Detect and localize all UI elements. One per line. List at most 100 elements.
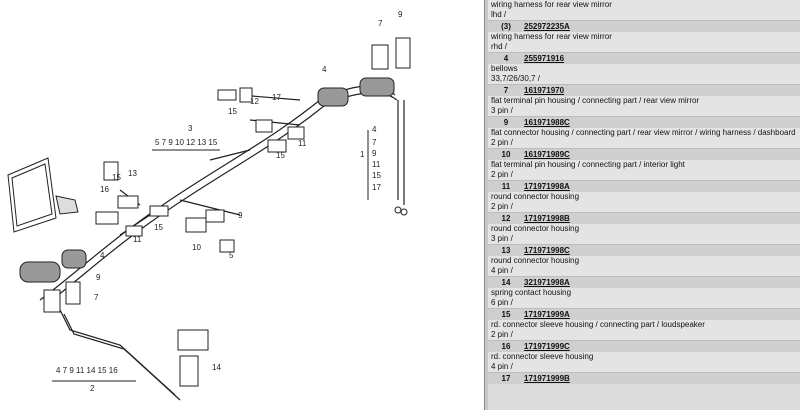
part-description: round connector housing — [488, 224, 800, 234]
callout-7-bottom: 7 — [94, 293, 99, 302]
part-number-link[interactable]: 321971998A — [524, 277, 570, 287]
part-description: flat connector housing / connecting part… — [488, 128, 800, 138]
callout-16: 16 — [100, 185, 109, 194]
part-number-link[interactable]: 171971998B — [524, 213, 570, 223]
part-spec: lhd / — [488, 10, 800, 20]
part-spec: 2 pin / — [488, 330, 800, 340]
group-top-list: 5 7 9 10 12 13 15 — [155, 138, 218, 147]
callout-5: 5 — [229, 251, 234, 260]
part-number-link[interactable]: 171971999A — [524, 309, 570, 319]
exploded-parts-diagram: 7 9 4 12 17 15 15 11 16 13 15 11 15 9 10… — [7, 10, 411, 401]
part-description: rd. connector sleeve housing — [488, 352, 800, 362]
bellows-drawing — [19, 77, 395, 283]
part-header: 16 171971999C — [488, 340, 800, 352]
part-number-link[interactable]: 161971988C — [524, 117, 570, 127]
group-right-item-4: 11 — [372, 160, 381, 169]
callout-4-mid: 4 — [100, 251, 105, 260]
part-number-link[interactable]: 171971998C — [524, 245, 570, 255]
group-right-item-6: 17 — [372, 183, 381, 192]
callout-numbers: 7 9 4 12 17 15 15 11 16 13 15 11 15 9 10… — [94, 10, 403, 372]
wiring-harness-illustration: 7 9 4 12 17 15 15 11 16 13 15 11 15 9 10… — [7, 10, 411, 401]
part-number-link[interactable]: 161971970 — [524, 85, 565, 95]
part-position: 9 — [503, 117, 509, 127]
part-entry: 16 171971999C rd. connector sleeve housi… — [488, 340, 800, 372]
part-entry: (3) 252972235A wiring harness for rear v… — [488, 20, 800, 52]
part-position: 17 — [501, 373, 511, 383]
part-header: 9 161971988C — [488, 116, 800, 128]
callout-15-b: 15 — [276, 151, 285, 160]
part-entry: 11 171971998A round connector housing 2 … — [488, 180, 800, 212]
part-entry: 14 321971998A spring contact housing 6 p… — [488, 276, 800, 308]
part-number-link[interactable]: 171971999B — [524, 373, 570, 383]
part-number-link[interactable]: 161971989C — [524, 149, 570, 159]
part-spec: 6 pin / — [488, 298, 800, 308]
part-description: flat terminal pin housing / connecting p… — [488, 160, 800, 170]
part-position: 7 — [503, 85, 509, 95]
part-spec: rhd / — [488, 42, 800, 52]
callout-7-top: 7 — [378, 19, 383, 28]
part-description: flat terminal pin housing / connecting p… — [488, 96, 800, 106]
callout-15-a: 15 — [228, 107, 237, 116]
part-header: 4 255971916 — [488, 52, 800, 64]
part-number-link[interactable]: 171971998A — [524, 181, 570, 191]
part-header: 12 171971998B — [488, 212, 800, 224]
callout-10: 10 — [192, 243, 201, 252]
callout-15-d: 15 — [112, 173, 121, 182]
part-spec: 3 pin / — [488, 234, 800, 244]
part-description: round connector housing — [488, 192, 800, 202]
part-spec: 3 pin / — [488, 106, 800, 116]
part-spec: 2 pin / — [488, 170, 800, 180]
part-spec: 2 pin / — [488, 202, 800, 212]
part-description: spring contact housing — [488, 288, 800, 298]
connector-drawings — [43, 37, 411, 387]
group-label-bottom: 4 7 9 11 14 15 16 2 — [52, 366, 136, 393]
group-right-item-1: 4 — [372, 125, 377, 134]
group-right-item-2: 7 — [372, 138, 377, 147]
part-spec: 4 pin / — [488, 362, 800, 372]
part-header: 11 171971998A — [488, 180, 800, 192]
part-description: wiring harness for rear view mirror — [488, 0, 800, 10]
callout-13: 13 — [128, 169, 137, 178]
group-bottom-list: 4 7 9 11 14 15 16 — [56, 366, 118, 375]
part-entry: 10 161971989C flat terminal pin housing … — [488, 148, 800, 180]
part-header: 10 161971989C — [488, 148, 800, 160]
group-label-right: 1 4 7 9 11 15 17 — [360, 125, 381, 200]
group-right-item-5: 15 — [372, 171, 381, 180]
part-description: round connector housing — [488, 256, 800, 266]
part-entry: 7 161971970 flat terminal pin housing / … — [488, 84, 800, 116]
part-header: (3) 252972235A — [488, 20, 800, 32]
part-header: 7 161971970 — [488, 84, 800, 96]
part-number-link[interactable]: 171971999C — [524, 341, 570, 351]
callout-9-bottom: 9 — [96, 273, 101, 282]
callout-12: 12 — [250, 97, 259, 106]
part-position: 13 — [501, 245, 511, 255]
pane-divider[interactable] — [484, 0, 489, 410]
part-number-link[interactable]: 252972235A — [524, 21, 570, 31]
part-header: 15 171971999A — [488, 308, 800, 320]
part-position: 11 — [501, 181, 511, 191]
callout-4-top: 4 — [322, 65, 327, 74]
part-position: 15 — [501, 309, 511, 319]
part-description: rd. connector sleeve housing / connectin… — [488, 320, 800, 330]
part-header: 13 171971998C — [488, 244, 800, 256]
part-spec: 4 pin / — [488, 266, 800, 276]
part-entry: 15 171971999A rd. connector sleeve housi… — [488, 308, 800, 340]
callout-11-a: 11 — [298, 139, 307, 148]
part-position: 10 — [501, 149, 511, 159]
part-description: bellows — [488, 64, 800, 74]
group-top-number: 3 — [188, 124, 193, 133]
rear-view-mirror-drawing — [7, 157, 79, 233]
group-label-top: 3 5 7 9 10 12 13 15 — [152, 124, 220, 151]
part-entry: 17 171971999B — [488, 372, 800, 384]
part-entry: 12 171971998B round connector housing 3 … — [488, 212, 800, 244]
callout-9-top: 9 — [398, 10, 403, 19]
part-spec: 33,7/26/30,7 / — [488, 74, 800, 84]
part-position: 14 — [501, 277, 511, 287]
part-description: wiring harness for rear view mirror — [488, 32, 800, 42]
callout-11-b: 11 — [133, 235, 142, 244]
callout-17: 17 — [272, 93, 281, 102]
group-bottom-number: 2 — [90, 384, 95, 393]
part-position: 4 — [503, 53, 509, 63]
part-position: 12 — [501, 213, 511, 223]
part-number-link[interactable]: 255971916 — [524, 53, 565, 63]
